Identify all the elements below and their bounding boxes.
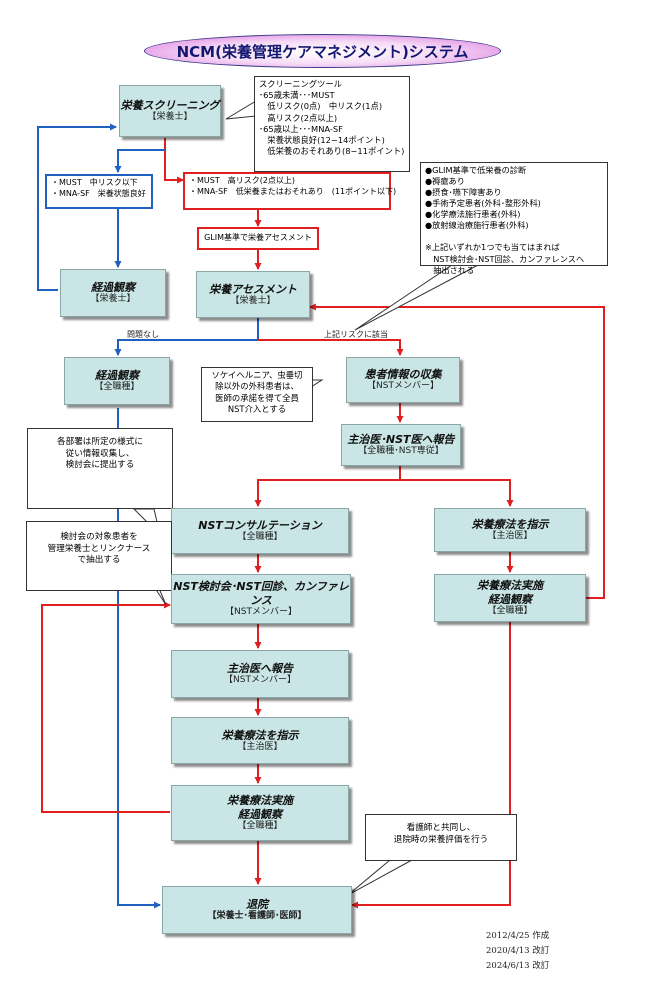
- node-nst-conference[interactable]: NST検討会･NST回診、カンファレンス 【NSTメンバー】: [171, 574, 351, 624]
- callout-tail-nurse: [347, 859, 413, 896]
- node-role: 【全職種･NST専従】: [358, 446, 444, 457]
- node-role: 【NSTメンバー】: [225, 606, 297, 617]
- node-title: 栄養療法実施 経過観察: [227, 794, 293, 821]
- date-created: 2012/4/25 作成: [486, 931, 550, 941]
- node-title: 栄養アセスメント: [209, 282, 297, 296]
- node-title: NSTコンサルテーション: [198, 519, 322, 532]
- node-role: 【全職種】: [237, 820, 283, 831]
- callout-tail-screening: [225, 100, 257, 120]
- node-role: 【全職種】: [94, 382, 140, 393]
- arrow-impl1-loop: [309, 303, 605, 599]
- nst-conditions-note: ●GLIM基準で低栄養の診断 ●褥瘡あり ●摂食･嚥下障害あり ●手術予定患者(…: [420, 162, 608, 275]
- page-title: NCM(栄養管理ケアマネジメント)システム: [144, 34, 501, 68]
- low-risk-criteria: ・MUST 中リスク以下 ・MNA-SF 栄養状態良好: [45, 174, 153, 209]
- node-role: 【主治医】: [237, 741, 283, 752]
- node-role: 【NSTメンバー】: [367, 381, 439, 392]
- node-implement-therapy-2[interactable]: 栄養療法実施 経過観察 【全職種】: [171, 785, 349, 841]
- label-no-problem: 問題なし: [127, 330, 159, 339]
- node-role: 【栄養士】: [90, 294, 136, 305]
- date-revised-2024: 2024/6/13 改訂: [486, 961, 550, 971]
- node-role: 【栄養士】: [230, 295, 276, 306]
- arrow-screening-to-blue: [114, 149, 165, 173]
- node-title: 主治医･NST医へ報告: [347, 433, 455, 446]
- node-discharge[interactable]: 退院 【栄養士･看護師･医師】: [162, 886, 352, 934]
- departments-note: 各部署は所定の様式に 従い情報収集し、 検討会に提出する: [27, 428, 173, 509]
- node-role: 【全職種】: [237, 532, 283, 543]
- node-screening[interactable]: 栄養スクリーニング 【栄養士】: [119, 85, 221, 137]
- node-title: NST検討会･NST回診、カンファレンス: [173, 580, 349, 607]
- node-role: 【栄養士】: [147, 112, 193, 123]
- high-risk-criteria: ・MUST 高リスク(2点以上) ・MNA-SF 低栄養またはおそれあり (11…: [183, 172, 396, 210]
- node-role: 【主治医】: [487, 531, 533, 542]
- arrow-report1-to-order1: [400, 479, 514, 507]
- arrow-impl1-to-discharge: [351, 622, 511, 909]
- arrow-screening-to-red: [164, 138, 184, 184]
- node-role: 【NSTメンバー】: [224, 675, 296, 686]
- node-report-nst[interactable]: 主治医･NST医へ報告 【全職種･NST専従】: [341, 424, 461, 466]
- node-assessment[interactable]: 栄養アセスメント 【栄養士】: [196, 271, 310, 318]
- node-collect-info[interactable]: 患者情報の収集 【NSTメンバー】: [346, 357, 460, 403]
- node-title: 栄養療法を指示: [471, 518, 549, 531]
- nurse-note: 看護師と共同し、 退院時の栄養評価を行う: [365, 814, 517, 861]
- label-risk-applicable: 上記リスクに該当: [324, 330, 388, 339]
- arrow-observe1-loop: [37, 123, 117, 291]
- glim-assessment-label: GLIM基準で栄養アセスメント: [197, 227, 319, 250]
- node-role: 【全職種】: [487, 605, 533, 616]
- node-nst-consultation[interactable]: NSTコンサルテーション 【全職種】: [171, 508, 349, 554]
- arrow-assess-to-collect: [258, 339, 404, 356]
- node-title: 栄養スクリーニング: [120, 99, 220, 112]
- arrow-impl2-loop: [41, 601, 171, 813]
- date-revised-2020: 2020/4/13 改訂: [486, 946, 550, 956]
- node-observe-dietitian[interactable]: 経過観察 【栄養士】: [60, 269, 166, 317]
- node-order-therapy-2[interactable]: 栄養療法を指示 【主治医】: [171, 717, 349, 764]
- node-title: 栄養療法を指示: [221, 728, 299, 742]
- node-title: 患者情報の収集: [364, 368, 442, 381]
- node-title: 退院: [246, 898, 268, 911]
- screening-tool-note: スクリーニングツール ･65歳未満･･･MUST 低リスク(0点) 中リスク(1…: [254, 76, 410, 172]
- node-implement-therapy-1[interactable]: 栄養療法実施 経過観察 【全職種】: [434, 574, 586, 622]
- node-title: 経過観察: [95, 369, 139, 382]
- arrow-report1-split: [254, 465, 401, 507]
- node-title: 経過観察: [91, 281, 135, 294]
- node-title: 主治医へ報告: [227, 662, 293, 675]
- node-report-physician[interactable]: 主治医へ報告 【NSTメンバー】: [171, 650, 349, 698]
- node-order-therapy-1[interactable]: 栄養療法を指示 【主治医】: [434, 508, 586, 552]
- node-title: 栄養療法実施 経過観察: [477, 579, 543, 606]
- arrow-assess-branch: [114, 316, 259, 356]
- node-observe-all[interactable]: 経過観察 【全職種】: [64, 357, 170, 405]
- surgery-note: ソケイヘルニア、虫垂切 除以外の外科患者は、 医師の承諾を得て全員 NST介入と…: [201, 367, 313, 422]
- node-role: 【栄養士･看護師･医師】: [207, 911, 307, 922]
- target-note: 検討会の対象患者を 管理栄養士とリンクナース で抽出する: [26, 521, 172, 591]
